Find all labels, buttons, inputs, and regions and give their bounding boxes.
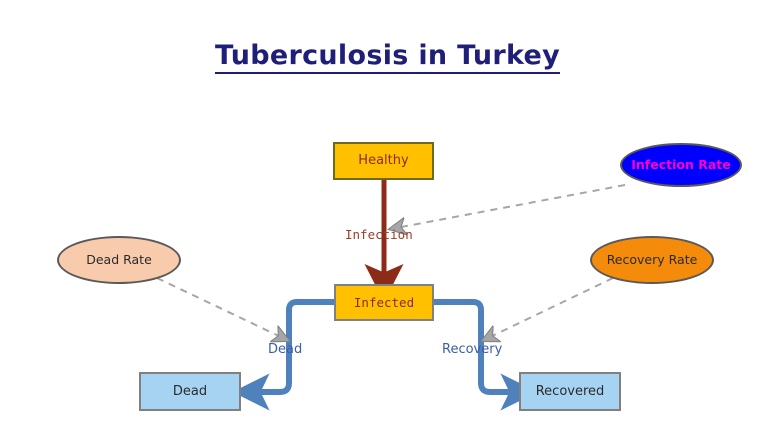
stock-dead[interactable]: Dead	[139, 372, 241, 411]
influence-link-dead-rate	[156, 277, 283, 338]
flow-label-dead: Dead	[268, 342, 303, 357]
stock-infected-label: Infected	[353, 294, 415, 310]
flow-label-infection: Infection	[345, 227, 413, 242]
stock-recovered-label: Recovered	[535, 383, 605, 399]
stock-recovered[interactable]: Recovered	[519, 372, 621, 411]
page-title: Tuberculosis in Turkey	[0, 40, 775, 74]
parameter-dead-rate[interactable]: Dead Rate	[57, 236, 181, 284]
stock-infected[interactable]: Infected	[334, 284, 434, 321]
stock-dead-label: Dead	[172, 383, 208, 399]
influence-link-recovery-rate	[488, 277, 614, 338]
parameter-infection-rate-label: Infection Rate	[631, 157, 731, 173]
parameter-recovery-rate-label: Recovery Rate	[606, 252, 698, 268]
flow-label-recovery: Recovery	[442, 342, 503, 357]
stock-healthy[interactable]: Healthy	[333, 142, 434, 180]
stock-healthy-label: Healthy	[358, 153, 409, 169]
parameter-recovery-rate[interactable]: Recovery Rate	[590, 236, 714, 284]
parameter-dead-rate-label: Dead Rate	[86, 252, 152, 268]
parameter-infection-rate[interactable]: Infection Rate	[620, 143, 742, 187]
page-title-text: Tuberculosis in Turkey	[214, 40, 561, 74]
influence-link-infection-rate	[396, 184, 626, 228]
